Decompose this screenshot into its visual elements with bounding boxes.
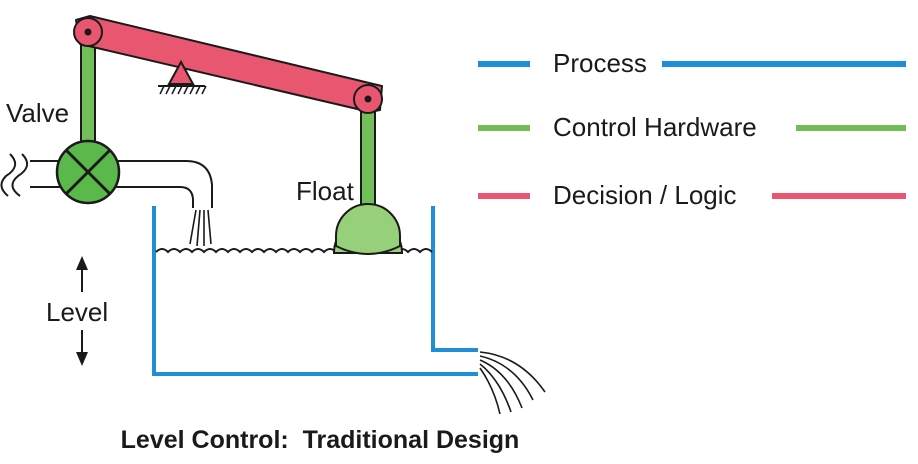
float-rod — [360, 102, 376, 214]
valve-icon — [55, 139, 121, 205]
legend-process-label: Process — [553, 48, 647, 78]
pipe-break-icon — [11, 153, 29, 197]
fulcrum-icon — [158, 59, 207, 95]
valve-stem — [80, 32, 96, 146]
diagram-title: Level Control: Traditional Design — [120, 426, 520, 454]
outflow-stream — [479, 351, 546, 415]
level-label: Level — [46, 297, 109, 327]
legend-logic-label: Decision / Logic — [553, 180, 737, 210]
inflow-stream — [189, 209, 212, 247]
tank-outline — [152, 206, 478, 376]
valve-label: Valve — [6, 98, 70, 128]
tank-right-wall — [431, 206, 478, 352]
level-arrow-down-icon — [76, 330, 88, 366]
lever-arm — [75, 15, 383, 113]
inlet-pipe — [30, 160, 213, 208]
float-label: Float — [296, 176, 354, 206]
legend-hardware-label: Control Hardware — [553, 112, 757, 142]
level-arrow-up-icon — [76, 256, 88, 292]
